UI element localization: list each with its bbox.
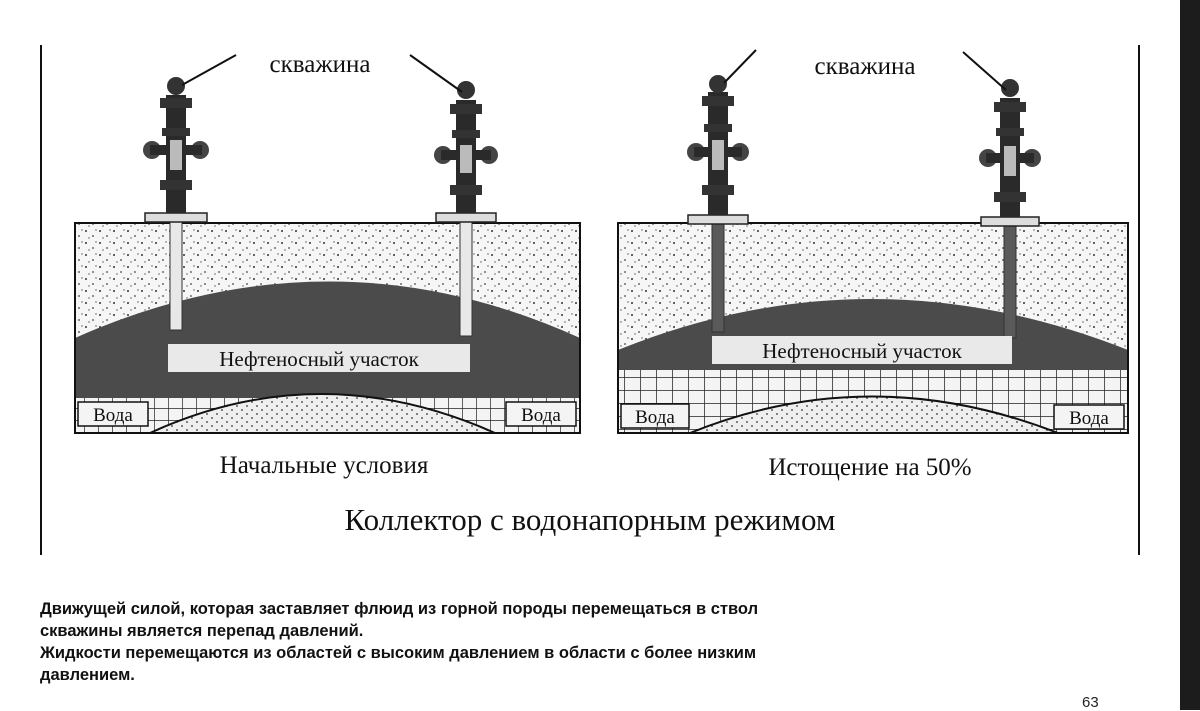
right-well-1 [687,75,749,333]
right-oil-zone-label: Нефтеносный участок [762,339,962,363]
left-panel: скважина Нефтеносный участок Вода Вода Н… [74,51,581,479]
left-well-1 [143,77,209,331]
diagram-title: Коллектор с водонапорным режимом [344,502,835,537]
dark-side-strip [1180,0,1200,710]
left-oil-zone-label: Нефтеносный участок [219,347,419,371]
explanation-text: Движущей силой, которая заставляет флюид… [40,598,1100,686]
reservoir-diagram: скважина Нефтеносный участок Вода Вода Н… [40,45,1140,555]
left-panel-caption: Начальные условия [220,452,429,479]
left-water-label-1: Вода [93,405,133,426]
page-number: 63 [1082,694,1099,711]
right-well-label: скважина [815,53,916,80]
left-well-2 [434,81,498,337]
right-well-2 [979,79,1041,339]
right-water-label-1: Вода [635,407,675,428]
left-water-label-2: Вода [521,405,561,426]
right-panel-caption: Истощение на 50% [768,454,971,481]
explanation-line-4: давлением. [40,666,135,684]
explanation-line-1: Движущей силой, которая заставляет флюид… [40,600,759,618]
left-well-label: скважина [270,51,371,78]
right-panel: скважина Нефтеносный участок Вода Вода И… [617,49,1129,481]
right-water-label-2: Вода [1069,408,1109,429]
explanation-line-2: скважины является перепад давлений. [40,622,364,640]
explanation-line-3: Жидкости перемещаются из областей с высо… [40,644,757,662]
